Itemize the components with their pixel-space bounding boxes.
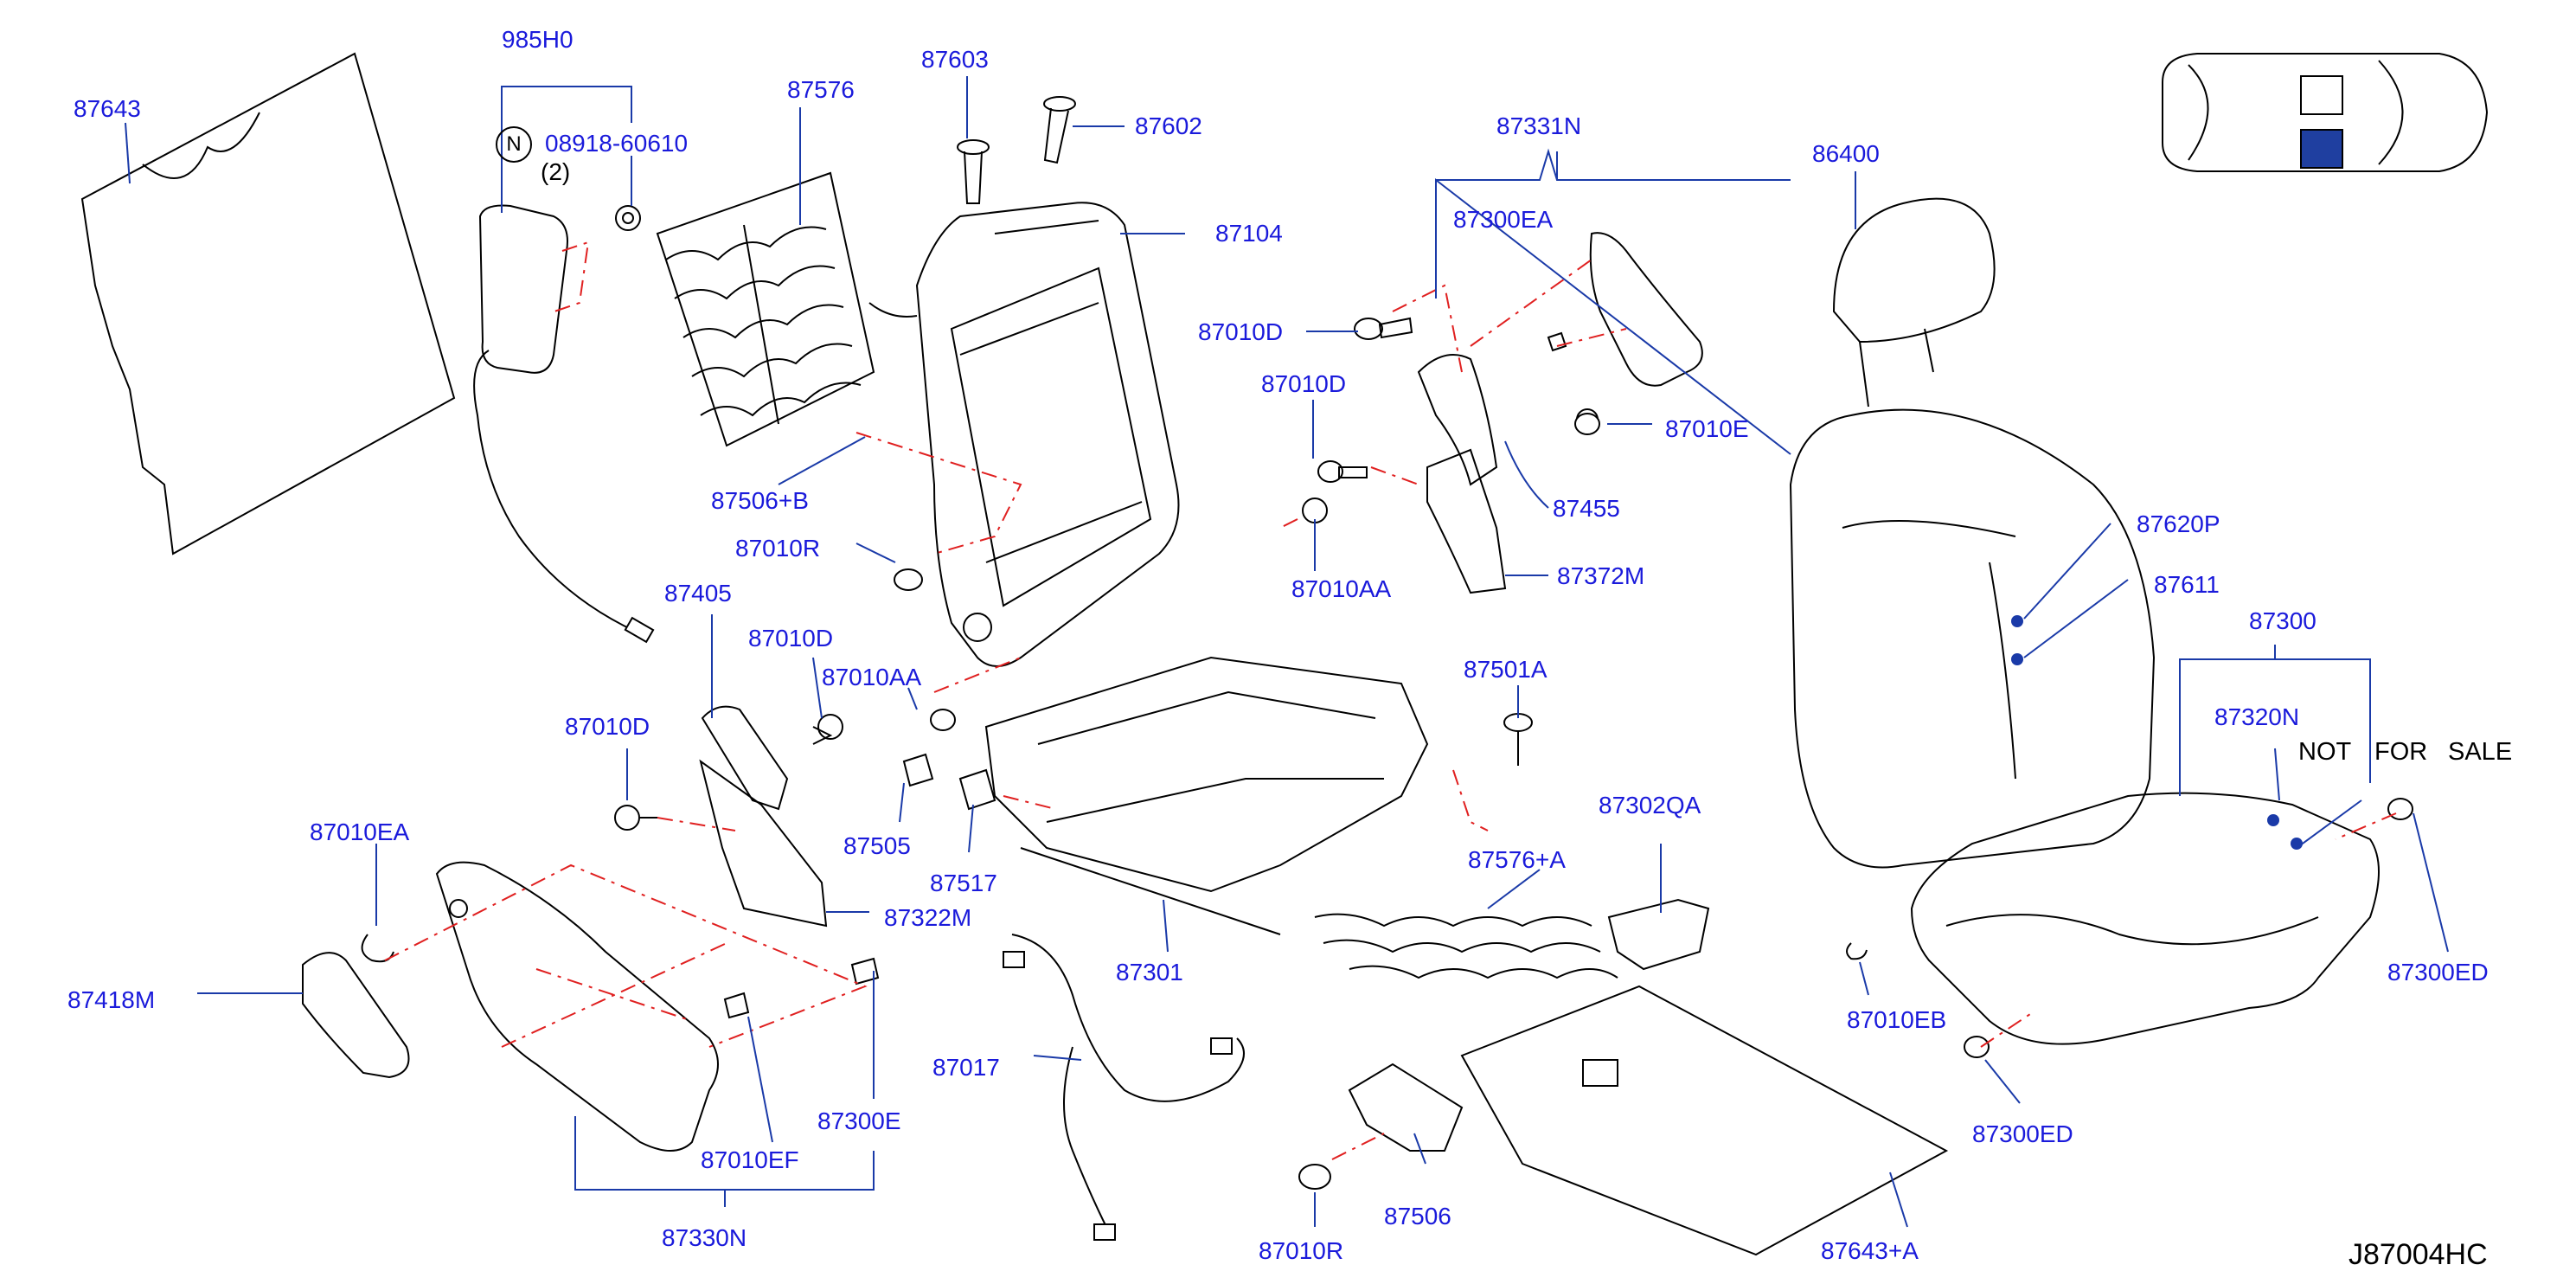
part-87455-trim bbox=[1417, 354, 1498, 486]
label-87501A: 87501A bbox=[1464, 656, 1548, 683]
part-87010EB-ring bbox=[1846, 942, 1868, 960]
label-87603: 87603 bbox=[921, 46, 989, 73]
part-86400-headrest bbox=[1832, 197, 1996, 408]
label-87010D-a: 87010D bbox=[1198, 318, 1284, 345]
part-87322M-trim bbox=[699, 759, 828, 928]
text-not: NOT bbox=[2298, 738, 2352, 766]
label-87506: 87506 bbox=[1384, 1203, 1451, 1229]
label-87301: 87301 bbox=[1116, 959, 1183, 985]
part-87517-clip bbox=[958, 768, 996, 811]
part-87010D-bolt-4 bbox=[614, 805, 657, 831]
part-87330N-cushion-pad bbox=[435, 861, 719, 1152]
part-87576-spring-mat bbox=[656, 171, 918, 447]
label-87010D-b: 87010D bbox=[1261, 370, 1347, 397]
label-87517: 87517 bbox=[930, 870, 997, 896]
text-sale: SALE bbox=[2448, 738, 2513, 766]
part-87643A-board bbox=[1460, 985, 1949, 1256]
part-87010AA-grommet bbox=[1302, 498, 1328, 523]
part-87104-back-frame bbox=[915, 202, 1180, 667]
text-for: FOR bbox=[2374, 738, 2428, 766]
label-87010EF: 87010EF bbox=[701, 1146, 799, 1173]
label-87576A: 87576+A bbox=[1468, 846, 1566, 873]
leader-lines bbox=[125, 76, 2449, 1228]
part-87010AA-grommet-2 bbox=[930, 709, 956, 731]
part-87576A-springs bbox=[1314, 913, 1618, 979]
part-87010EF-clip bbox=[723, 992, 750, 1019]
label-87010AA-a: 87010AA bbox=[1291, 575, 1392, 602]
label-87576: 87576 bbox=[787, 76, 855, 103]
part-87418M-finisher bbox=[302, 952, 410, 1079]
part-87010E-clip bbox=[1574, 413, 1600, 435]
part-87501A-bolt bbox=[1503, 713, 1533, 766]
label-87104: 87104 bbox=[1215, 220, 1283, 247]
part-87603-pin bbox=[957, 139, 990, 204]
part-87506-bracket bbox=[1348, 1063, 1464, 1152]
part-87643-back-board bbox=[80, 52, 456, 555]
part-87320N-cushion-cover bbox=[1910, 792, 2380, 1045]
part-87010D-bolt-3 bbox=[812, 714, 843, 745]
label-87505: 87505 bbox=[843, 832, 911, 859]
label-87010R-a: 87010R bbox=[735, 535, 821, 562]
label-87300E: 87300E bbox=[817, 1107, 901, 1134]
part-87301-cushion-frame bbox=[984, 656, 1429, 935]
part-87010R-clip bbox=[894, 568, 923, 591]
label-87320N: 87320N bbox=[2214, 703, 2300, 730]
label-08918-qty: (2) bbox=[541, 158, 571, 185]
label-87017: 87017 bbox=[932, 1054, 1000, 1081]
part-87300ED-clip-2 bbox=[1964, 1036, 1990, 1058]
diagram-code: J87004HC bbox=[2349, 1238, 2488, 1271]
label-87300ED-b: 87300ED bbox=[1972, 1120, 2073, 1147]
label-87330N: 87330N bbox=[662, 1224, 747, 1251]
label-87455: 87455 bbox=[1553, 495, 1620, 522]
part-87300E-clip bbox=[850, 957, 880, 985]
label-87372M: 87372M bbox=[1557, 562, 1645, 589]
label-87010EB: 87010EB bbox=[1847, 1006, 1947, 1033]
alignment-lines bbox=[384, 241, 2397, 1160]
part-87505-clip bbox=[902, 753, 934, 787]
label-87302QA: 87302QA bbox=[1599, 792, 1701, 819]
label-87620P: 87620P bbox=[2137, 510, 2220, 537]
part-87405-cover bbox=[701, 705, 789, 811]
label-87506B: 87506+B bbox=[711, 487, 809, 514]
part-985H0-airbag bbox=[473, 204, 655, 644]
part-87010D-bolt bbox=[1354, 317, 1413, 340]
label-87418M: 87418M bbox=[67, 986, 156, 1013]
label-87602: 87602 bbox=[1135, 112, 1202, 139]
part-87300-back-cover bbox=[1789, 408, 2156, 869]
car-locator bbox=[2162, 53, 2489, 172]
label-87611: 87611 bbox=[2154, 571, 2220, 598]
label-86400: 86400 bbox=[1812, 140, 1880, 167]
label-87010R-b: 87010R bbox=[1259, 1237, 1344, 1264]
part-87010R-clip-2 bbox=[1298, 1164, 1331, 1190]
part-87602-pin bbox=[1043, 96, 1076, 164]
label-87322M: 87322M bbox=[884, 904, 972, 931]
part-87300ED-clip bbox=[2387, 798, 2413, 820]
label-87300ED-a: 87300ED bbox=[2387, 959, 2489, 985]
part-87017-harness bbox=[1003, 934, 1245, 1241]
label-87010AA-b: 87010AA bbox=[822, 664, 922, 690]
part-87302QA-bracket bbox=[1607, 898, 1710, 971]
label-87331N: 87331N bbox=[1496, 112, 1582, 139]
label-87643: 87643 bbox=[74, 95, 141, 122]
part-87331N-bracket bbox=[1547, 232, 1703, 431]
label-87010EA: 87010EA bbox=[310, 819, 410, 845]
label-87010D-d: 87010D bbox=[565, 713, 650, 740]
label-08918-60610: 08918-60610 bbox=[545, 130, 689, 157]
label-985H0: 985H0 bbox=[502, 26, 574, 53]
part-87010D-bolt-2 bbox=[1317, 460, 1368, 483]
part-87372M-trim bbox=[1426, 448, 1507, 594]
label-circle-N: N bbox=[496, 126, 532, 163]
label-87300: 87300 bbox=[2249, 607, 2316, 634]
label-87643A: 87643+A bbox=[1821, 1237, 1919, 1264]
label-87010D-c: 87010D bbox=[748, 625, 834, 652]
label-87300EA: 87300EA bbox=[1453, 206, 1554, 233]
label-87010E: 87010E bbox=[1665, 415, 1749, 442]
label-87405: 87405 bbox=[664, 580, 732, 607]
